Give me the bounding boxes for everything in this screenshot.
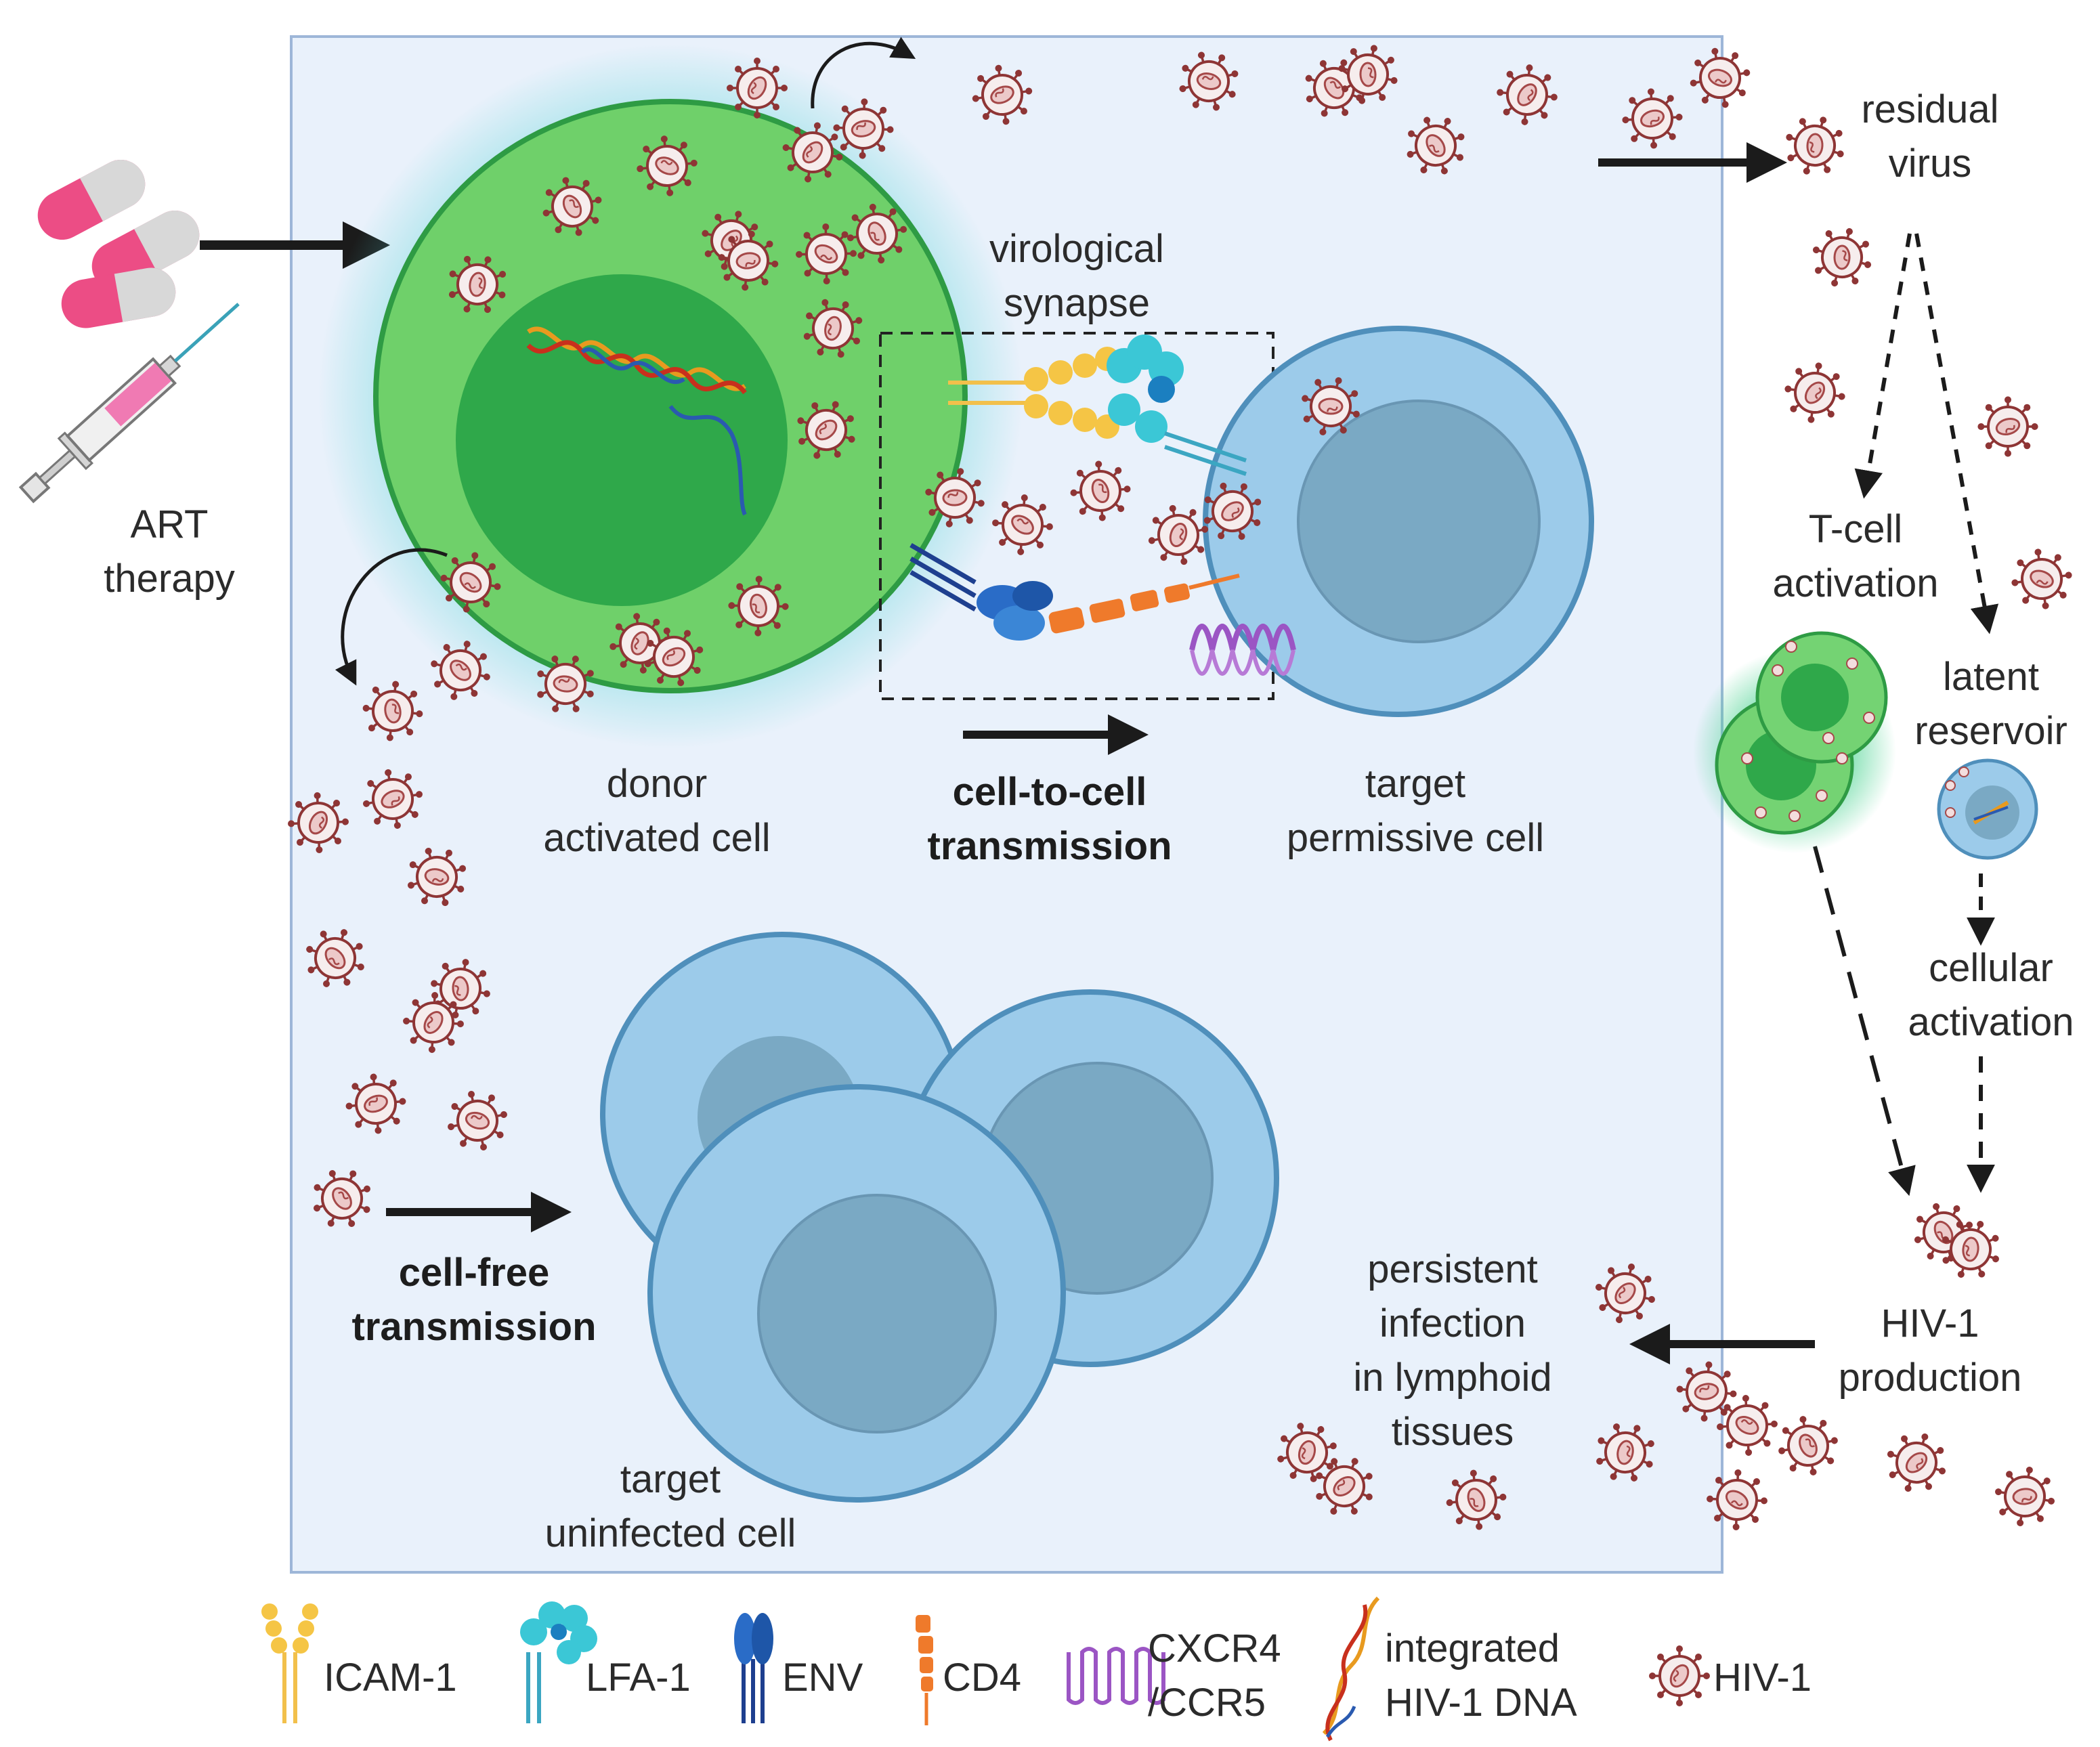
cxcr4-line1: CXCR4 <box>1148 1626 1281 1670</box>
dashed-arrow-to-latent <box>1914 233 1999 634</box>
dna-line2: HIV-1 DNA <box>1385 1681 1577 1725</box>
cf-line1: cell-free <box>398 1251 550 1295</box>
hp-line1: HIV-1 <box>1881 1301 1979 1345</box>
donor-cell-label: donor activated cell <box>521 757 792 865</box>
legend-cxcr4-label: CXCR4 /CCR5 <box>1148 1622 1281 1730</box>
virological-synapse-label: virological synapse <box>968 222 1185 330</box>
cxcr4-ccr5-legend-icon <box>1067 1647 1165 1705</box>
dna-line1: integrated <box>1385 1626 1560 1670</box>
legend-dna-label: integrated HIV-1 DNA <box>1385 1622 1577 1730</box>
activated-t-cells <box>1693 631 1896 853</box>
hiv-virus-icon <box>1799 214 1885 301</box>
hiv-legend-icon <box>1648 1644 1711 1708</box>
tu-line1: target <box>620 1457 721 1501</box>
legend <box>261 1596 1711 1742</box>
cd4-legend-icon <box>916 1615 933 1725</box>
target-permissive-label: target permissive cell <box>1266 757 1564 865</box>
dashed-arrow-to-tcell <box>1854 233 1912 499</box>
c2c-line2: transmission <box>927 824 1172 869</box>
legend-lfa-label: LFA-1 <box>586 1656 691 1700</box>
tp-line2: permissive cell <box>1286 816 1545 861</box>
pill-icon <box>37 159 200 328</box>
hiv-virus-icon <box>725 56 789 120</box>
curved-arrow-top <box>811 37 916 109</box>
latent-reservoir-cell <box>1937 758 2038 860</box>
pi-line4: tissues <box>1391 1410 1514 1454</box>
legend-cd4-label: CD4 <box>943 1656 1022 1700</box>
hiv-virus-icon <box>1981 1452 2069 1540</box>
lr-line1: latent <box>1943 655 2039 699</box>
tp-line1: target <box>1365 762 1466 806</box>
hiv-virus-icon <box>1877 1423 1956 1503</box>
env-cd4-interaction <box>909 542 1296 676</box>
cf-line2: transmission <box>351 1305 597 1350</box>
legend-env-label: ENV <box>782 1656 863 1700</box>
rv-line1: residual <box>1861 87 1999 131</box>
cell-free-label: cell-free transmission <box>332 1246 616 1354</box>
target-uninfected-label: target uninfected cell <box>521 1452 819 1561</box>
dashed-arrow-tcell-to-production <box>1813 846 1916 1196</box>
lr-line2: reservoir <box>1914 709 2067 754</box>
lfa-legend-icon <box>520 1601 597 1723</box>
ca-line2: activation <box>1908 1000 2074 1045</box>
tu-line2: uninfected cell <box>544 1511 796 1556</box>
ta-line2: activation <box>1772 561 1939 606</box>
ta-line1: T-cell <box>1808 507 1903 551</box>
c2c-line1: cell-to-cell <box>952 770 1147 814</box>
persistent-infection-label: persistent infection in lymphoid tissues <box>1327 1243 1578 1459</box>
cxcr4-line2: /CCR5 <box>1148 1681 1266 1725</box>
icam-legend-icon <box>261 1603 318 1723</box>
hiv-production-label: HIV-1 production <box>1822 1297 2038 1405</box>
env-legend-icon <box>734 1613 773 1723</box>
legend-icam-label: ICAM-1 <box>324 1656 457 1700</box>
syringe-icon <box>18 303 240 504</box>
target-uninfected-cells <box>600 932 1279 1503</box>
hiv-virus-icon <box>1965 383 2051 469</box>
art-line2: therapy <box>104 557 235 601</box>
donor-line2: activated cell <box>543 816 771 861</box>
curved-arrow-left <box>335 548 448 686</box>
donor-nucleus <box>456 274 788 606</box>
integrated-dna <box>526 326 747 516</box>
art-therapy-label: ART therapy <box>74 498 264 606</box>
cell-to-cell-label: cell-to-cell transmission <box>907 765 1192 874</box>
cellular-activation-label: cellular activation <box>1889 941 2093 1050</box>
hiv-virus-icon <box>1764 1402 1852 1490</box>
ca-line1: cellular <box>1929 946 2053 990</box>
pi-line2: infection <box>1379 1301 1526 1346</box>
synapse-line1: virological <box>989 227 1164 271</box>
legend-hiv-label: HIV-1 <box>1713 1656 1812 1700</box>
synapse-line2: synapse <box>1003 281 1151 326</box>
hiv-virus-icon <box>1779 357 1851 429</box>
hp-line2: production <box>1838 1356 2022 1400</box>
hiv-virus-icon <box>1715 1394 1780 1458</box>
hiv-virus-icon <box>2006 543 2078 615</box>
residual-virus-label: residual virus <box>1842 83 2018 191</box>
tcell-activation-label: T-cell activation <box>1754 502 1957 611</box>
icam-lfa-interaction <box>948 335 1247 476</box>
target-permissive-nucleus <box>1297 400 1541 643</box>
pi-line3: in lymphoid <box>1353 1356 1552 1400</box>
latent-reservoir-label: latent reservoir <box>1896 650 2086 758</box>
rv-line2: virus <box>1888 142 1972 186</box>
art-line1: ART <box>130 502 209 546</box>
donor-line1: donor <box>606 762 708 806</box>
dna-legend-icon <box>1322 1596 1380 1742</box>
pi-line1: persistent <box>1367 1247 1538 1291</box>
